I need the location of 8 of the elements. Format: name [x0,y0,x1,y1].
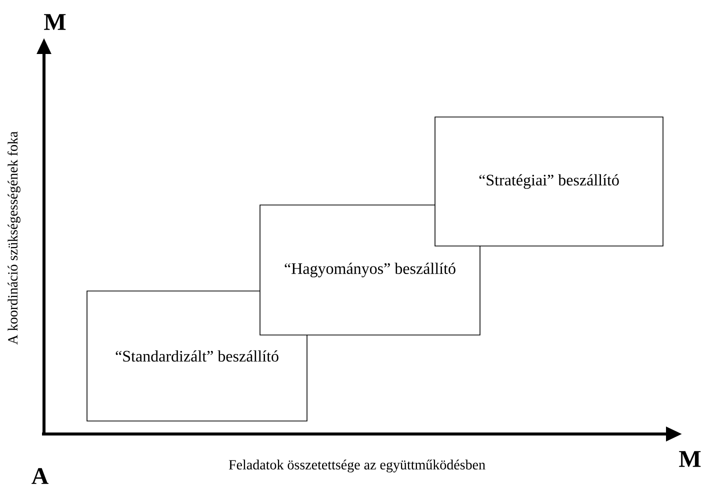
axis-title: Feladatok összetettsége az együttműködésben [228,460,486,472]
axis-end-label: M [44,14,66,30]
supplier-box: “Standardizált” beszállító [86,290,308,422]
supplier-box: “Stratégiai” beszállító [434,116,664,246]
supplier-box: “Hagyományos” beszállító [260,204,480,336]
axis-end-label: M [679,451,701,467]
axis-title: A koordináció szükségességének foka [8,131,20,345]
origin-label: A [32,468,48,484]
